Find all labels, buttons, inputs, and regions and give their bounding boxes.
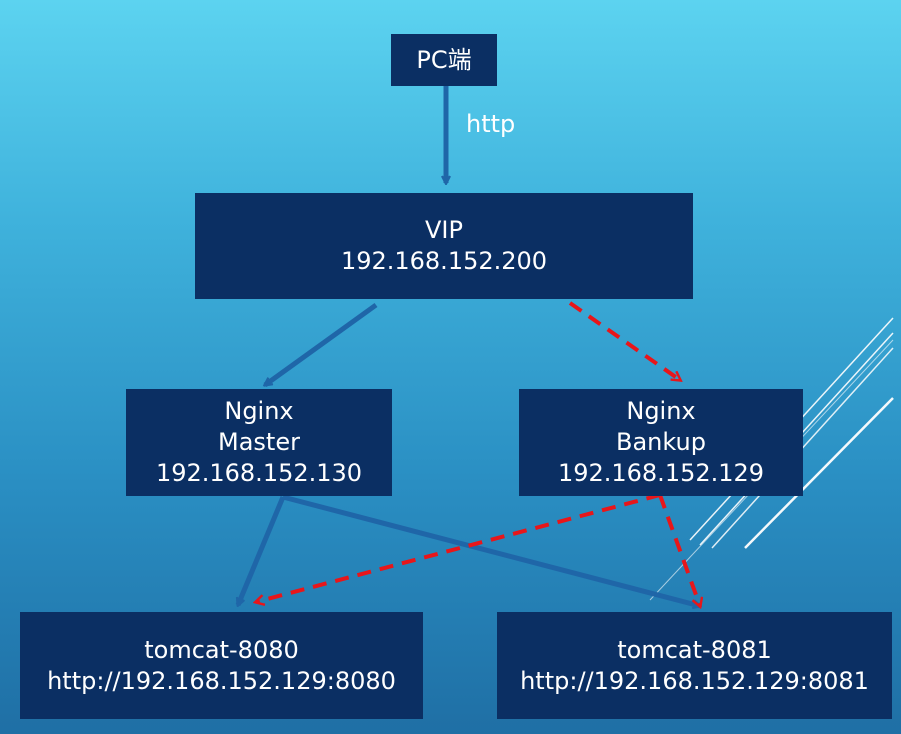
node-nginx-backup: Nginx Bankup 192.168.152.129 <box>519 389 803 496</box>
node-pc: PC端 <box>391 34 497 86</box>
edge-master-to-tomcat-8080 <box>235 496 286 605</box>
node-nginx-master-address: 192.168.152.130 <box>155 459 363 487</box>
edge-backup-to-tomcat-8080 <box>256 493 661 602</box>
node-vip: VIP 192.168.152.200 <box>195 193 693 299</box>
edge-master-to-tomcat-8081 <box>282 494 700 606</box>
node-nginx-backup-title: Nginx <box>626 397 696 425</box>
node-nginx-master-role: Master <box>218 428 300 456</box>
node-vip-address: 192.168.152.200 <box>340 247 548 275</box>
node-tomcat-8080-title: tomcat-8080 <box>144 635 299 664</box>
node-nginx-backup-role: Bankup <box>616 428 706 456</box>
node-pc-label: PC端 <box>416 45 472 74</box>
edge-label-http: http <box>466 110 516 138</box>
node-vip-title: VIP <box>425 216 463 244</box>
edge-vip-to-nginx-master <box>265 302 378 388</box>
node-nginx-backup-address: 192.168.152.129 <box>557 459 765 487</box>
node-tomcat-8081: tomcat-8081 http://192.168.152.129:8081 <box>497 612 892 719</box>
edge-vip-to-nginx-backup <box>568 301 680 380</box>
node-nginx-master-title: Nginx <box>224 397 294 425</box>
node-tomcat-8080: tomcat-8080 http://192.168.152.129:8080 <box>20 612 423 719</box>
node-nginx-master: Nginx Master 192.168.152.130 <box>126 389 392 496</box>
node-tomcat-8081-url: http://192.168.152.129:8081 <box>520 666 869 695</box>
node-tomcat-8081-title: tomcat-8081 <box>617 635 772 664</box>
edge-backup-to-tomcat-8081 <box>658 494 700 606</box>
node-tomcat-8080-url: http://192.168.152.129:8080 <box>47 666 396 695</box>
